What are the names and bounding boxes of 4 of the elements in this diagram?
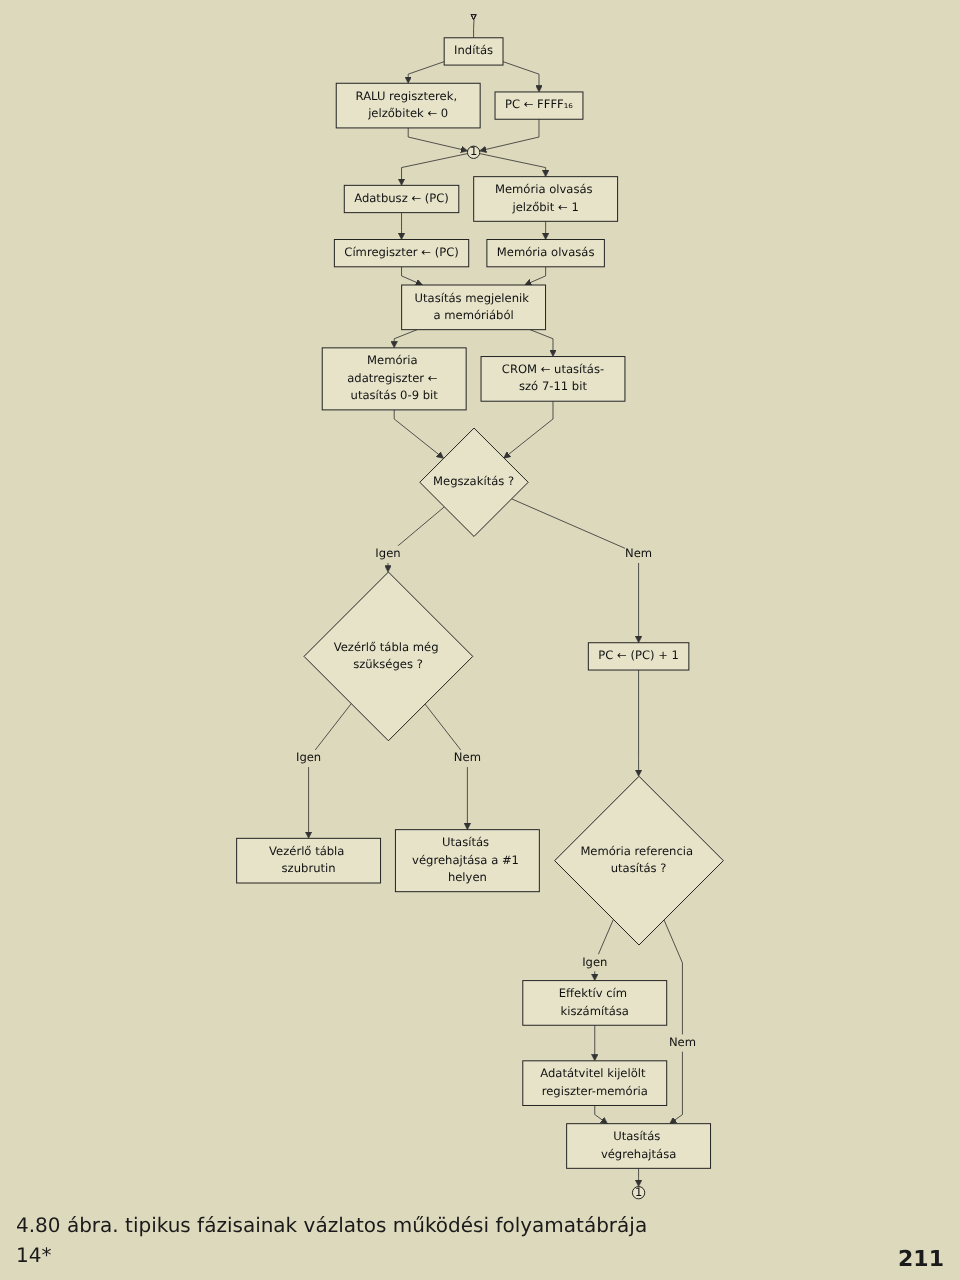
- signature-mark: 14*: [16, 1246, 52, 1272]
- connector: [473, 19, 475, 39]
- page-number: 211: [898, 1246, 944, 1272]
- figure-caption: 4.80 ábra. tipikus fázisainak vázlatos működési folyamatábrája: [16, 1216, 648, 1238]
